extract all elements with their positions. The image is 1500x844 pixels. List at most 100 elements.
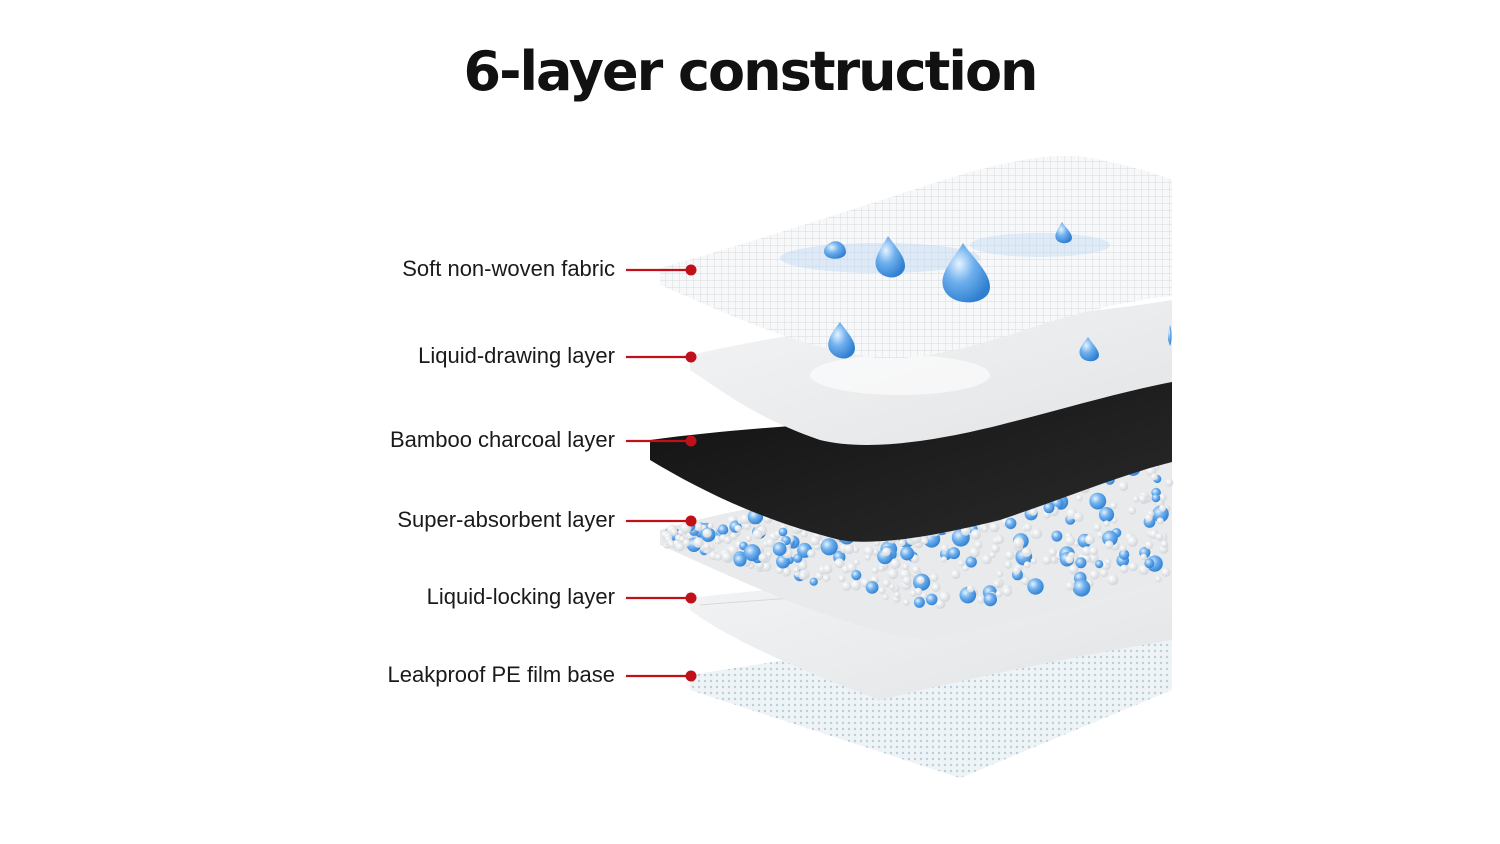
absorbent-water-bead	[772, 542, 787, 556]
absorbent-bead	[940, 556, 948, 563]
absorbent-bead	[1068, 564, 1079, 575]
absorbent-bead	[703, 542, 711, 550]
absorbent-bead	[1165, 478, 1174, 487]
absorbent-bead	[675, 542, 685, 552]
absorbent-bead	[981, 554, 992, 565]
absorbent-bead	[715, 553, 722, 561]
absorbent-bead	[1140, 553, 1147, 561]
absorbent-bead	[745, 535, 753, 542]
absorbent-water-bead	[1051, 530, 1063, 542]
absorbent-bead	[1023, 561, 1031, 569]
water-drop	[875, 236, 905, 278]
absorbent-water-bead	[1005, 517, 1017, 530]
absorbent-bead	[1048, 547, 1057, 557]
absorbent-bead	[864, 554, 871, 561]
absorbent-bead	[874, 540, 880, 547]
absorbent-bead	[823, 564, 833, 574]
absorbent-bead	[1075, 494, 1083, 502]
pointer-dot	[685, 515, 697, 527]
absorbent-bead	[878, 587, 886, 595]
water-drop	[1055, 222, 1072, 244]
absorbent-bead	[916, 576, 925, 584]
absorbent-bead	[843, 543, 855, 555]
absorbent-bead	[1065, 555, 1074, 564]
absorbent-bead	[993, 580, 1001, 588]
absorbent-water-bead	[900, 546, 915, 561]
absorbent-bead	[1161, 567, 1171, 577]
absorbent-bead	[752, 529, 763, 540]
label-pe-film: Leakproof PE film base	[387, 662, 615, 687]
absorbent-bead	[898, 539, 906, 547]
absorbent-water-bead	[983, 592, 997, 607]
absorbent-bead	[1118, 481, 1129, 492]
absorbent-bead	[714, 538, 721, 545]
absorbent-bead	[1089, 569, 1100, 580]
absorbent-bead	[822, 574, 831, 582]
absorbent-bead	[1023, 523, 1032, 532]
absorbent-bead	[1103, 520, 1110, 527]
absorbent-bead	[834, 558, 845, 569]
page-title: 6-layer construction	[463, 40, 1039, 103]
absorbent-bead	[882, 594, 889, 601]
absorbent-water-bead	[793, 553, 803, 563]
absorbent-bead	[724, 536, 732, 544]
absorbent-bead	[1160, 540, 1169, 548]
water-drop	[824, 241, 846, 259]
absorbent-water-bead	[743, 544, 761, 562]
absorbent-bead	[1065, 535, 1076, 546]
absorbent-bead	[962, 564, 969, 572]
absorbent-bead	[1107, 574, 1119, 586]
absorbent-bead	[996, 536, 1004, 544]
absorbent-bead	[929, 573, 939, 582]
absorbent-bead	[909, 589, 917, 597]
absorbent-bead	[1004, 560, 1013, 569]
absorbent-bead	[863, 546, 875, 557]
absorbent-bead	[694, 522, 703, 531]
absorbent-bead	[1097, 531, 1104, 539]
absorbent-bead	[668, 541, 675, 548]
absorbent-bead	[882, 547, 891, 557]
absorbent-water-bead	[1043, 502, 1055, 514]
absorbent-bead	[799, 572, 807, 580]
absorbent-bead	[1127, 535, 1138, 547]
absorbent-water-bead	[1144, 558, 1155, 569]
pointer-dot	[685, 264, 697, 276]
absorbent-water-bead	[809, 577, 818, 586]
pointer-dot	[685, 351, 697, 363]
absorbent-bead	[1021, 547, 1032, 558]
absorbent-water-bead	[965, 556, 977, 568]
absorbent-bead	[1158, 493, 1167, 502]
absorbent-bead	[853, 559, 860, 566]
absorbent-bead	[889, 583, 896, 591]
absorbent-bead	[902, 576, 912, 586]
water-drop	[1168, 325, 1172, 346]
water-drop	[1079, 337, 1099, 362]
absorbent-bead	[890, 558, 901, 569]
absorbent-bead	[1144, 513, 1153, 522]
absorbent-bead	[702, 528, 712, 538]
absorbent-water-bead	[1118, 549, 1130, 560]
absorbent-bead	[850, 579, 862, 591]
water-drop	[942, 243, 990, 303]
absorbent-bead	[798, 561, 808, 570]
absorbent-water-bead	[733, 553, 747, 567]
absorbent-bead	[1012, 567, 1021, 575]
absorbent-bead	[902, 563, 910, 571]
absorbent-bead	[1104, 540, 1114, 550]
absorbent-bead	[1002, 586, 1013, 597]
absorbent-bead	[912, 565, 921, 574]
pointer-dot	[685, 592, 697, 604]
absorbent-bead	[1099, 568, 1108, 578]
absorbent-bead	[958, 560, 965, 567]
absorbent-water-bead	[925, 593, 938, 606]
layer-bamboo-charcoal	[650, 378, 1172, 542]
absorbent-bead	[693, 537, 704, 548]
label-liquid-drawing: Liquid-drawing layer	[418, 343, 615, 368]
label-super-absorbent: Super-absorbent layer	[397, 507, 615, 532]
label-non-woven: Soft non-woven fabric	[402, 256, 615, 281]
absorbent-bead	[966, 584, 975, 593]
absorbent-bead	[1013, 537, 1024, 549]
absorbent-bead	[721, 551, 732, 563]
absorbent-bead	[1138, 494, 1147, 503]
